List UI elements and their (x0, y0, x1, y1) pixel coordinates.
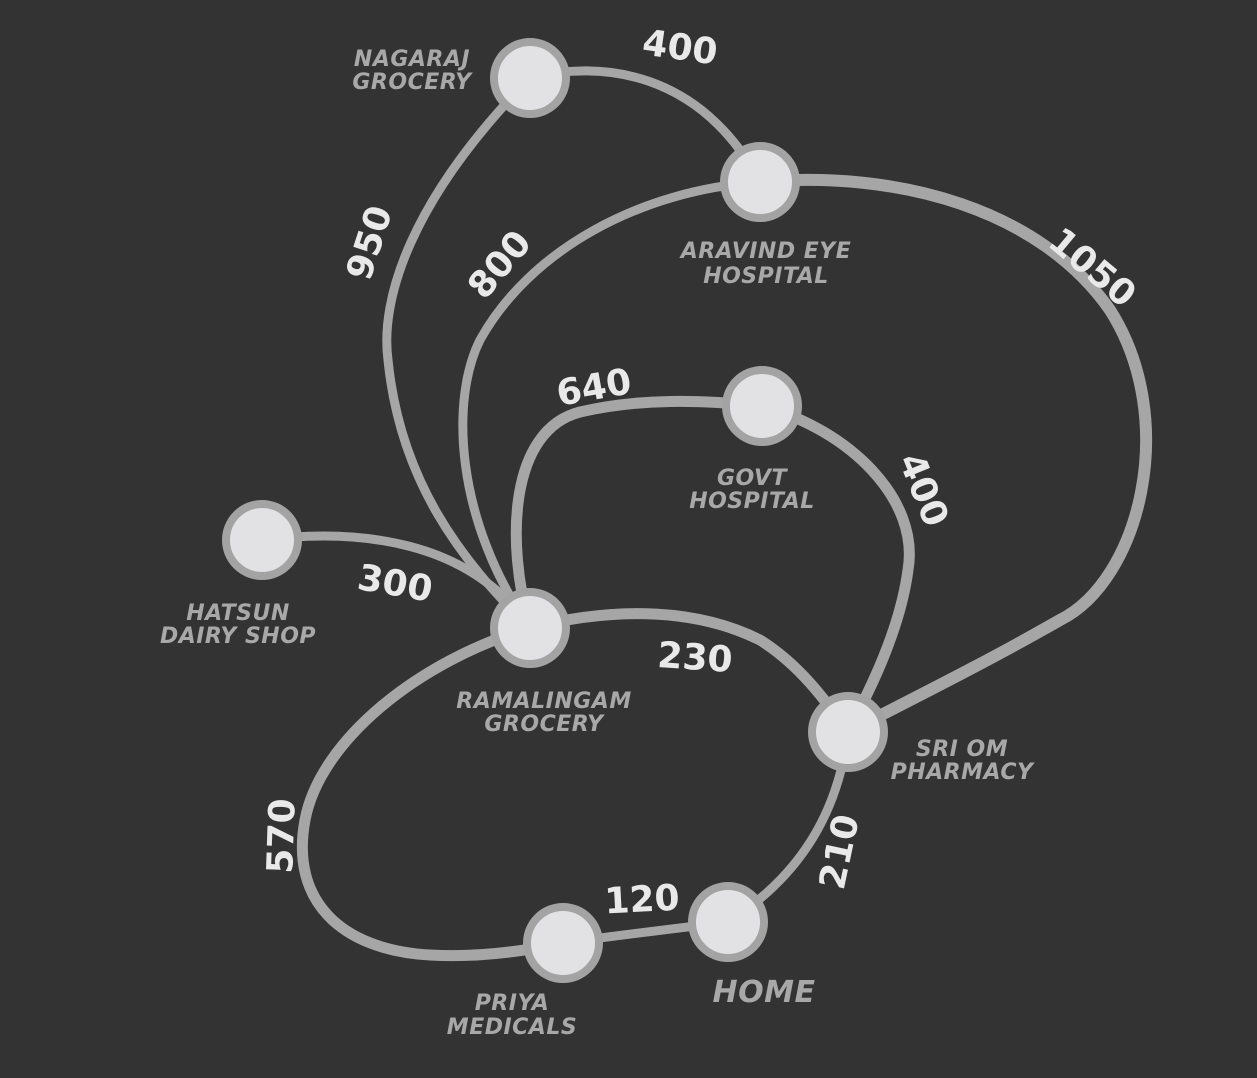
label-nagaraj-line2: GROCERY (352, 70, 473, 95)
label-hatsun-line2: DAIRY SHOP (160, 624, 316, 649)
edge-aravind-sriom (754, 173, 1153, 738)
edge-weights: 400 950 800 1050 640 400 300 230 570 120… (260, 22, 1143, 922)
label-ramalingam-line1: RAMALINGAM (456, 689, 631, 714)
label-priya-line1: PRIYA (475, 991, 550, 1016)
weight-nagaraj-aravind: 400 (640, 22, 720, 73)
weight-aravind-ramalingam: 800 (460, 223, 540, 307)
node-hatsun-dairy-shop[interactable] (222, 500, 302, 580)
node-home[interactable] (688, 882, 768, 962)
weight-priya-home: 120 (603, 878, 680, 923)
weight-aravind-sriom: 1050 (1040, 220, 1143, 316)
node-aravind-eye-hospital[interactable] (720, 142, 800, 222)
edge-govt-sriom (756, 400, 915, 738)
label-govt-line1: GOVT (717, 466, 789, 491)
label-nagaraj-line1: NAGARAJ (354, 47, 470, 72)
node-govt-hospital[interactable] (722, 366, 802, 446)
node-sri-om-pharmacy[interactable] (808, 692, 888, 772)
node-nagaraj-grocery[interactable] (490, 38, 570, 118)
label-govt-line2: HOSPITAL (689, 489, 815, 514)
weight-nagaraj-ramalingam: 950 (339, 201, 401, 285)
node-priya-medicals[interactable] (523, 903, 603, 983)
label-hatsun-line1: HATSUN (186, 601, 289, 626)
node-labels: NAGARAJ GROCERY ARAVIND EYE HOSPITAL GOV… (160, 47, 1035, 1040)
node-ramalingam-grocery[interactable] (490, 588, 570, 668)
label-sriom-line2: PHARMACY (891, 760, 1035, 785)
label-ramalingam-line2: GROCERY (484, 712, 605, 737)
label-priya-line2: MEDICALS (447, 1015, 577, 1040)
edge-aravind-ramalingam (458, 177, 765, 633)
edge-ramalingam-sriom (524, 608, 854, 738)
label-aravind-line2: HOSPITAL (703, 264, 829, 289)
edge-nagaraj-ramalingam (382, 73, 535, 633)
weight-ramalingam-priya: 570 (260, 798, 304, 875)
label-home: HOME (713, 975, 816, 1010)
edge-ramalingam-govt (510, 395, 768, 634)
edge-ramalingam-priya (296, 622, 569, 962)
label-sriom-line1: SRI OM (916, 737, 1008, 762)
label-aravind-line1: ARAVIND EYE (679, 239, 852, 264)
nodes-layer (222, 38, 888, 983)
weight-ramalingam-sriom: 230 (656, 635, 734, 681)
weight-hatsun-ramalingam: 300 (354, 557, 435, 610)
